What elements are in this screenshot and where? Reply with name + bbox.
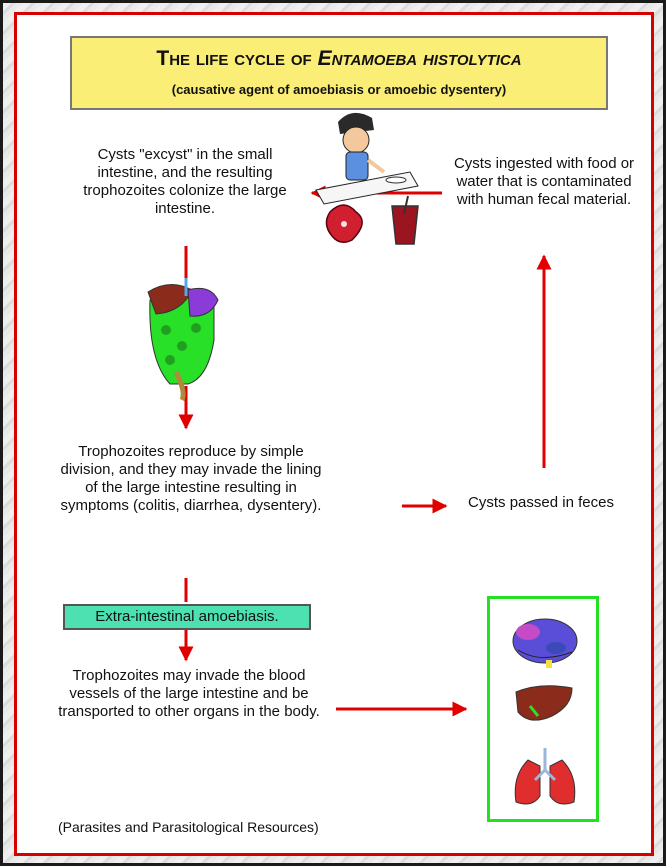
organs-box (487, 596, 599, 822)
step-excyst: Cysts "excyst" in the small intestine, a… (70, 146, 300, 218)
step-passed: Cysts passed in feces (436, 494, 646, 512)
footer-credit: (Parasites and Parasitological Resources… (58, 818, 438, 836)
extra-intestinal-label: Extra-intestinal amoebiasis. (63, 604, 311, 630)
step-invade: Trophozoites may invade the blood vessel… (58, 667, 320, 721)
title-prefix: The life cycle of (156, 47, 311, 70)
page-title: The life cycle of Entamoeba histolytica (72, 47, 606, 71)
step-ingested: Cysts ingested with food or water that i… (444, 155, 644, 209)
title-organism: Entamoeba histolytica (318, 47, 522, 70)
title-box: The life cycle of Entamoeba histolytica … (70, 36, 608, 110)
step-reproduce: Trophozoites reproduce by simple divisio… (58, 443, 324, 515)
title-subtitle: (causative agent of amoebiasis or amoebi… (72, 82, 606, 97)
